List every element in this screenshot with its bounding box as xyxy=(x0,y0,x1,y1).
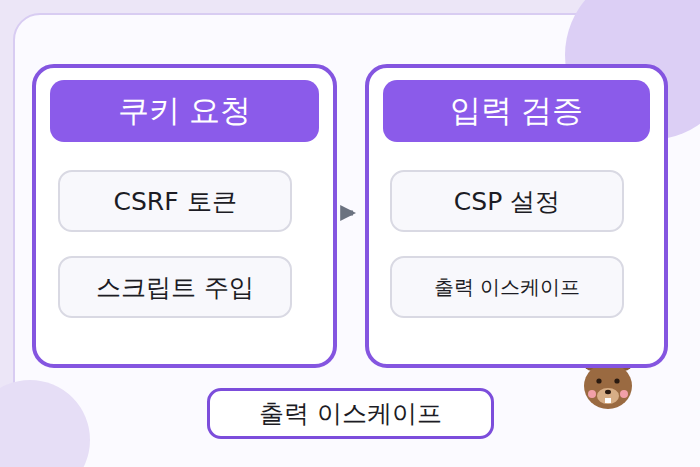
process-box: CSP 설정 xyxy=(390,170,624,232)
box-label: CSP 설정 xyxy=(454,185,560,218)
box-label: 출력 이스케이프 xyxy=(434,274,580,301)
group-panel: 쿠키 요청 CSRF 토큰스크립트 주입 xyxy=(32,64,337,368)
flow-arrow xyxy=(349,211,353,216)
process-box: 출력 이스케이프 xyxy=(390,256,624,318)
box-label: 출력 이스케이프 xyxy=(259,397,442,430)
process-box: 출력 이스케이프 xyxy=(207,388,494,439)
deco-circle xyxy=(0,380,90,467)
panel-heading: 입력 검증 xyxy=(383,80,650,142)
panel-heading: 쿠키 요청 xyxy=(50,80,319,142)
box-label: CSRF 토큰 xyxy=(113,185,236,218)
process-box: CSRF 토큰 xyxy=(58,170,292,232)
group-panel: 입력 검증 CSP 설정출력 이스케이프 xyxy=(365,64,668,368)
process-box: 스크립트 주입 xyxy=(58,256,292,318)
box-label: 스크립트 주입 xyxy=(96,271,254,304)
frame xyxy=(14,14,700,467)
